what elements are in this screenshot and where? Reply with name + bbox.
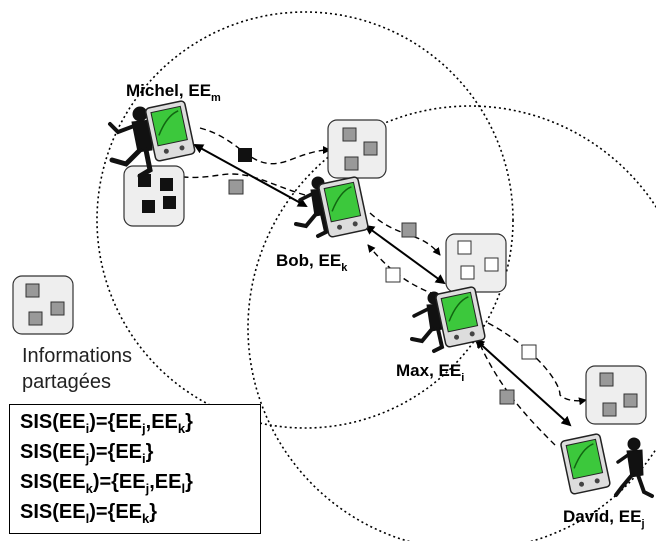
sis-line: SIS(EEj)={EEi} (20, 441, 154, 466)
legend-shared-box (12, 275, 74, 335)
data-square-black (238, 148, 252, 162)
storage-box-bob (327, 119, 387, 179)
label-max: Max, EEi (396, 361, 464, 384)
label-david: David, EEj (563, 507, 645, 530)
label-bob: Bob, EEk (276, 251, 348, 274)
coverage-circle-bob (96, 11, 514, 429)
data-square-gray (499, 389, 515, 405)
link-bob-max (364, 224, 446, 285)
legend-label-line2: partagées (22, 371, 111, 393)
pda-max-icon (435, 286, 486, 348)
storage-box-max (445, 233, 507, 293)
flow-david-to-max (477, 339, 556, 446)
sis-table: SIS(EEi)={EEj,EEk} SIS(EEj)={EEi} SIS(EE… (9, 404, 261, 534)
data-square-white (385, 267, 401, 283)
link-max-david (474, 338, 572, 427)
data-square-gray (401, 222, 417, 238)
sis-line: SIS(EEi)={EEj,EEk} (20, 411, 193, 436)
storage-box-david (585, 365, 647, 425)
link-michel-bob (193, 144, 308, 207)
pda-michel-icon (145, 100, 196, 162)
coverage-circle-max (247, 105, 656, 541)
storage-box-michel (123, 165, 185, 227)
flow-max-to-bob (367, 244, 446, 299)
flow-max-to-david-box (487, 322, 587, 406)
data-square-white (521, 344, 537, 360)
label-michel: Michel, EEm (126, 81, 221, 104)
pda-david-icon (560, 433, 611, 495)
flow-michel-to-bob-box (199, 127, 331, 165)
person-david-icon (614, 437, 654, 498)
sis-line: SIS(EEk)={EEj,EEl} (20, 471, 193, 496)
sis-line: SIS(EEl)={EEk} (20, 501, 158, 526)
legend-label-line1: Informations (22, 345, 133, 367)
data-square-gray (228, 179, 244, 195)
pda-bob-icon (318, 176, 369, 238)
